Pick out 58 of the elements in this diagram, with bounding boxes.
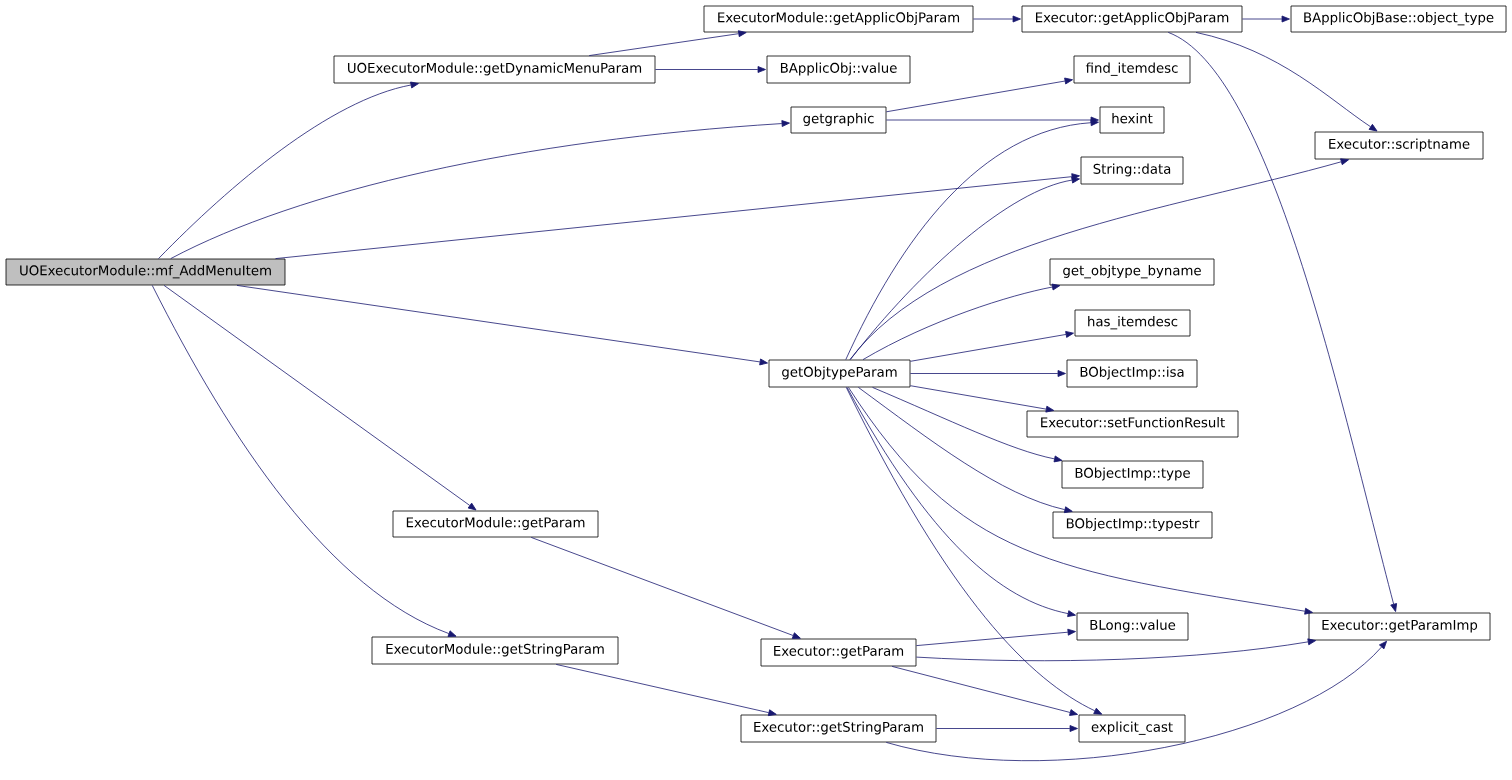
arrow [872,387,1063,463]
arrow [1242,15,1290,23]
arrow [1195,32,1378,132]
selected-function-box: UOExecutorModule::mf_AddMenuItem [5,258,286,286]
function-box: explicit_cast [1078,714,1186,743]
arrow [1167,32,1397,612]
arrow [936,725,1078,732]
function-box: String::data [1080,156,1184,185]
arrow [845,387,1103,715]
function-box: Executor::getApplicObjParam [1021,5,1243,33]
arrow [858,387,1073,514]
function-box: has_itemdesc [1074,309,1191,337]
function-box: UOExecutorModule::getDynamicMenuParam [333,55,656,84]
arrow [158,81,419,259]
arrow [862,283,1061,360]
function-box: BObjectImp::typestr [1052,511,1213,539]
arrow [885,640,1387,762]
arrow [846,387,1076,617]
arrow [910,370,1066,377]
arrow [849,176,1080,360]
arrow [916,628,1076,646]
function-box: get_objtype_byname [1049,258,1215,286]
function-box: BObjectImp::type [1061,460,1204,489]
function-box: BApplicObjBase::object_type [1290,5,1507,33]
function-box: Executor::setFunctionResult [1026,410,1239,438]
arrow [886,77,1073,113]
function-box: ExecutorModule::getStringParam [371,636,619,665]
arrow [236,285,768,366]
function-box: hexint [1099,106,1165,134]
arrow [891,666,1078,716]
arrow [170,120,790,259]
arrow [849,158,1349,360]
arrow [588,30,747,56]
function-box: getObjtypeParam [768,359,911,388]
arrow [910,331,1074,362]
function-box: find_itemdesc [1073,55,1191,84]
arrow [886,116,1099,124]
arrow [555,664,777,717]
arrow [973,15,1021,23]
function-box: Executor::scriptname [1314,131,1484,160]
arrow [848,387,1313,615]
function-box: BObjectImp::isa [1066,359,1198,388]
arrow [916,638,1317,662]
function-box: ExecutorModule::getParam [392,510,599,538]
function-box: BApplicObj::value [766,55,911,84]
function-box: Executor::getParamImp [1308,612,1491,641]
arrow [655,66,766,73]
function-box: ExecutorModule::getApplicObjParam [703,5,974,33]
function-box: getgraphic [790,106,887,134]
arrow [530,537,801,639]
arrow [163,285,477,511]
arrow [910,385,1055,413]
arrow [275,173,1080,259]
function-box: BLong::value [1076,612,1189,641]
function-box: Executor::getParam [760,638,917,667]
arrow [845,119,1099,360]
function-box: Executor::getStringParam [740,714,937,743]
arrow [151,285,457,637]
